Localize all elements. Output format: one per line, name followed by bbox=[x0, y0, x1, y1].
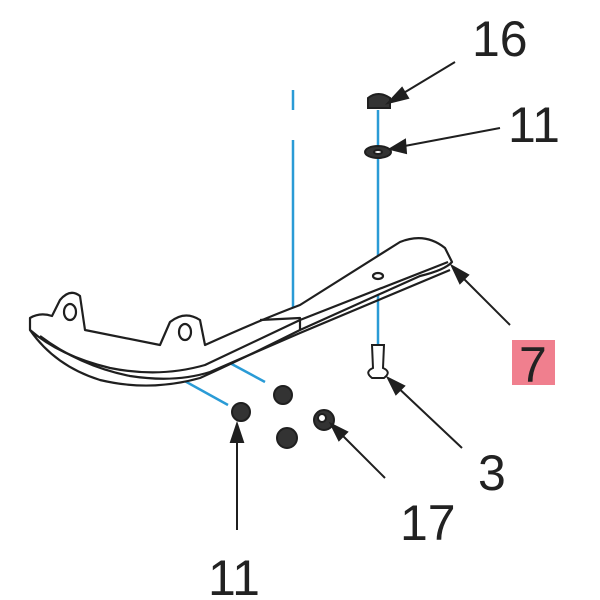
ski-part-7 bbox=[28, 237, 454, 387]
callout-11-bottom[interactable]: 11 bbox=[208, 550, 260, 600]
callout-3[interactable]: 3 bbox=[478, 445, 506, 501]
callout-11-top[interactable]: 11 bbox=[508, 97, 560, 153]
callout-17[interactable]: 17 bbox=[400, 495, 456, 551]
ski-hole bbox=[177, 322, 193, 342]
washer-11-bottom bbox=[231, 402, 251, 422]
nut-a bbox=[273, 385, 293, 405]
hardware bbox=[231, 93, 392, 449]
callout-7[interactable]: 7 bbox=[519, 337, 547, 393]
leader-lines bbox=[229, 61, 511, 530]
nut-16 bbox=[367, 93, 391, 109]
highlight-box-7 bbox=[512, 340, 555, 385]
callout-16[interactable]: 16 bbox=[472, 11, 528, 67]
bolt-3 bbox=[367, 344, 389, 379]
ski-hole bbox=[62, 302, 78, 322]
bolt-hole bbox=[371, 271, 385, 281]
nut-b bbox=[276, 427, 298, 449]
